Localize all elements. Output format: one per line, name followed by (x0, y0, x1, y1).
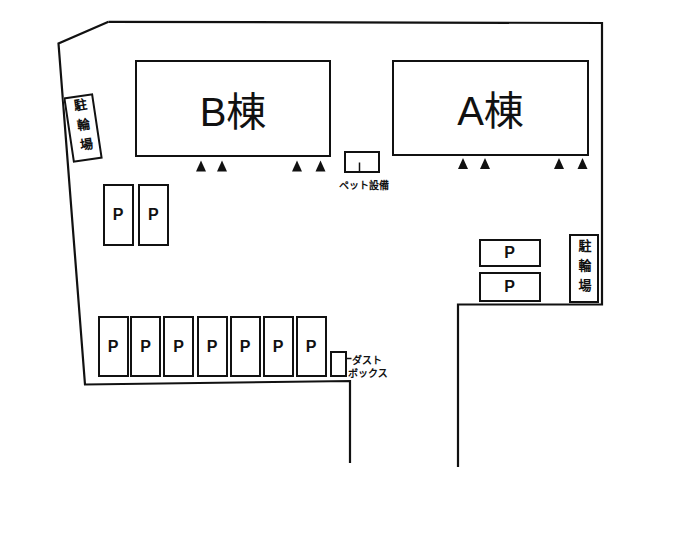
parking-space-label: P (504, 244, 515, 262)
pet-facility-label: ペット設備 (339, 177, 389, 192)
parking-space-label: P (113, 206, 124, 224)
parking-space: P (230, 316, 261, 377)
entrance-marker-icon (217, 161, 227, 172)
building-a: A棟 (392, 60, 589, 156)
bicycle-parking-right-label: 駐輪場 (578, 239, 591, 299)
parking-space-label: P (148, 206, 159, 224)
entrance-marker-icon (196, 161, 206, 172)
building-a-label: A棟 (457, 79, 524, 137)
bicycle-parking-right: 駐輪場 (569, 234, 599, 303)
building-b-entrance-markers (196, 161, 326, 172)
parking-space-label: P (108, 338, 119, 356)
building-b: B棟 (135, 60, 331, 157)
pet-facility-box (344, 151, 380, 173)
entrance-marker-icon (316, 161, 326, 172)
parking-space: P (103, 184, 134, 247)
parking-space: P (163, 316, 194, 377)
parking-space-label: P (207, 338, 218, 356)
dust-box (330, 351, 347, 377)
entrance-marker-icon (554, 158, 564, 169)
entrance-marker-icon (578, 158, 588, 169)
parking-space-label: P (173, 338, 184, 356)
building-b-label: B棟 (200, 80, 267, 138)
bicycle-parking-left-label: 駐輪場 (72, 97, 94, 158)
parking-space-label: P (273, 338, 284, 356)
parking-space: P (138, 184, 170, 247)
entrance-marker-icon (458, 158, 468, 169)
parking-space-label: P (240, 338, 251, 356)
parking-space: P (98, 316, 129, 377)
parking-space-label: P (140, 338, 151, 356)
parking-space: P (197, 316, 228, 377)
dust-box-label-line2: ボックス (348, 365, 388, 380)
entrance-marker-icon (480, 158, 490, 169)
building-a-entrance-markers (458, 158, 588, 169)
parking-space: P (263, 316, 294, 377)
parking-space: P (130, 316, 161, 377)
parking-space-label: P (306, 338, 317, 356)
parking-space: P (296, 316, 327, 377)
parking-space: P (479, 272, 541, 303)
entrance-marker-icon (292, 161, 302, 172)
parking-space-label: P (504, 278, 515, 296)
parking-space: P (479, 239, 541, 268)
